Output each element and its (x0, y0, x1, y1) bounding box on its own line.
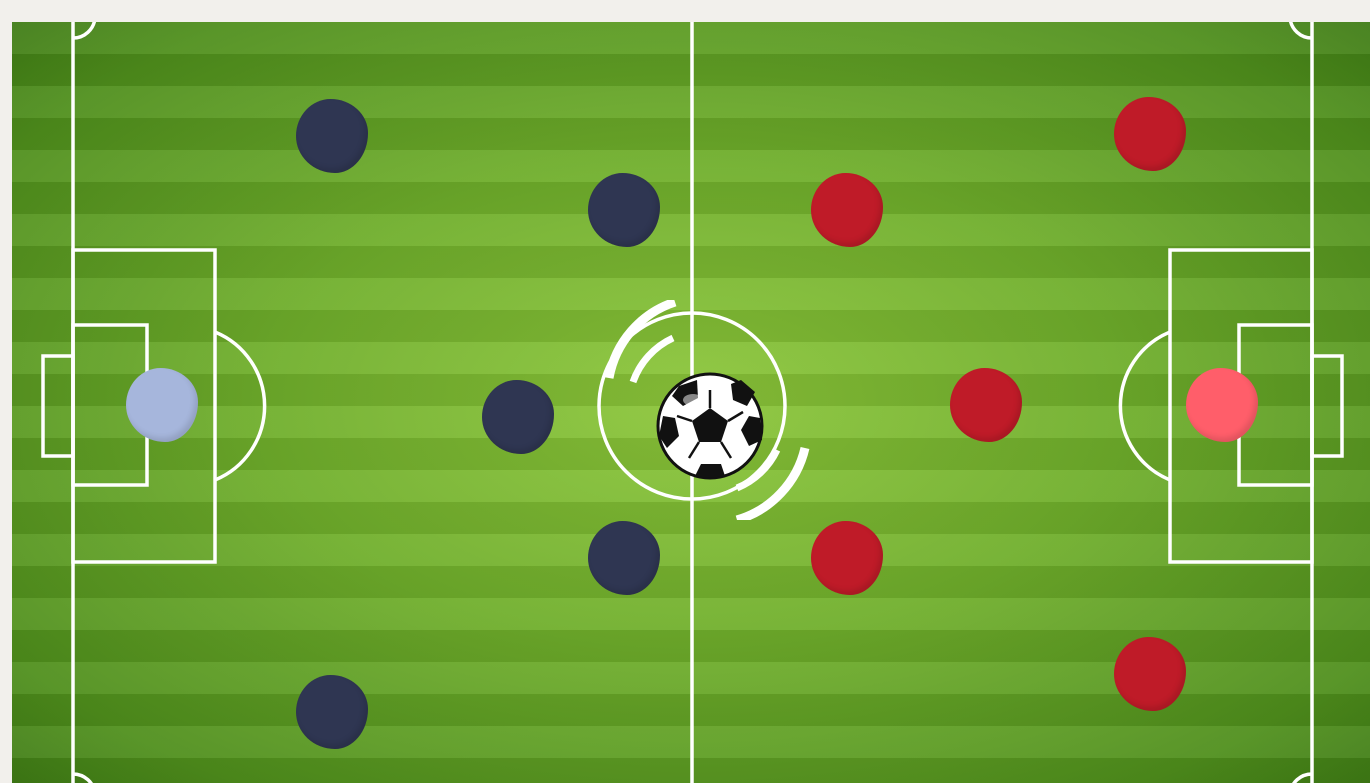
ball-widget[interactable] (597, 300, 817, 520)
away-player-mid-top[interactable] (811, 173, 883, 247)
home-player-left-back-top[interactable] (296, 99, 368, 173)
away-player-center[interactable] (950, 368, 1022, 442)
home-player-left-back-bottom[interactable] (296, 675, 368, 749)
home-player-mid-bottom[interactable] (588, 521, 660, 595)
right-penalty-arc (1120, 332, 1170, 480)
away-player-right-back-top[interactable] (1114, 97, 1186, 171)
home-player-center[interactable] (482, 380, 554, 454)
corner-arc-top-right (1290, 22, 1312, 38)
home-player-mid-top[interactable] (588, 173, 660, 247)
left-goal (43, 356, 73, 456)
away-goalkeeper[interactable] (1186, 368, 1258, 442)
away-player-right-back-bottom[interactable] (1114, 637, 1186, 711)
home-goalkeeper[interactable] (126, 368, 198, 442)
corner-arc-top-left (73, 22, 95, 38)
soccer-ball-icon (658, 374, 762, 478)
corner-arc-bottom-left (73, 774, 95, 783)
away-player-mid-bottom[interactable] (811, 521, 883, 595)
corner-arc-bottom-right (1290, 774, 1312, 783)
right-goal (1312, 356, 1342, 456)
football-pitch (12, 22, 1370, 783)
left-penalty-arc (215, 332, 265, 480)
